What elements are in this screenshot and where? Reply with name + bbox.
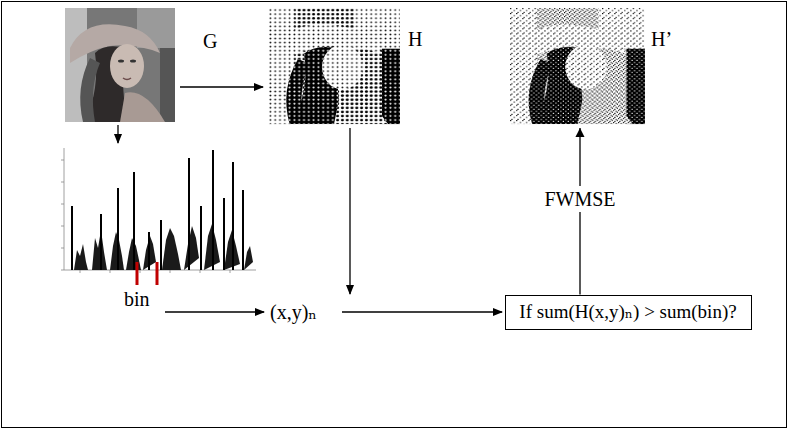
process-box: If sum(H(x,y)ₙ) > sum(bin)? <box>505 295 752 330</box>
edge-label: FWMSE <box>540 186 619 212</box>
image-label: H’ <box>651 28 672 50</box>
bin-label: bin <box>124 288 150 310</box>
flow-arrow <box>118 87 502 312</box>
photo <box>65 8 175 122</box>
arrow-label: G <box>203 30 217 52</box>
image-node: H <box>268 8 400 124</box>
histogram <box>61 148 256 285</box>
image-label: H <box>408 28 422 50</box>
image-node: H’ <box>510 8 645 124</box>
halftone-image <box>268 8 400 124</box>
box-text: If sum(H(x,y)ₙ) > sum(bin)? <box>519 302 736 323</box>
index-label: (x,y)ₙ <box>270 301 317 323</box>
halftone-image <box>510 8 645 124</box>
